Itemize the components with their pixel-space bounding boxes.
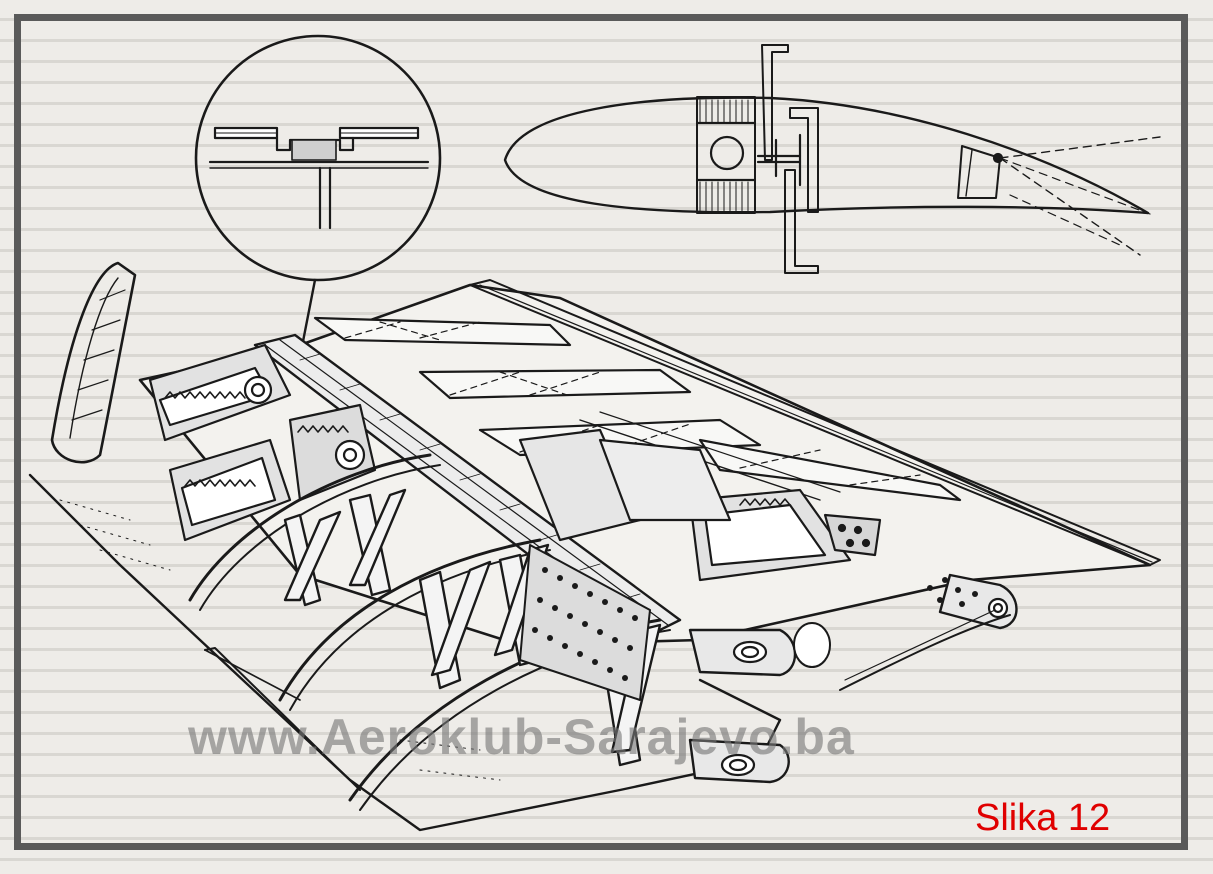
attachment-fittings: [688, 573, 1018, 784]
drawing-frame: [14, 14, 1188, 850]
wing-assembly: [28, 261, 1161, 832]
watermark-text: www.Aeroklub-Sarajevo.ba: [188, 709, 855, 765]
airfoil-section: [503, 44, 1161, 274]
lower-skin: [28, 473, 782, 832]
wingtip-bow: [50, 261, 137, 464]
detail-skin-joint: [208, 126, 430, 230]
riveted-spar-plate: [519, 544, 651, 701]
rib-arches: [188, 453, 671, 811]
joint-detail-magnifier: [194, 34, 442, 414]
figure-caption: Slika 12: [975, 797, 1111, 839]
